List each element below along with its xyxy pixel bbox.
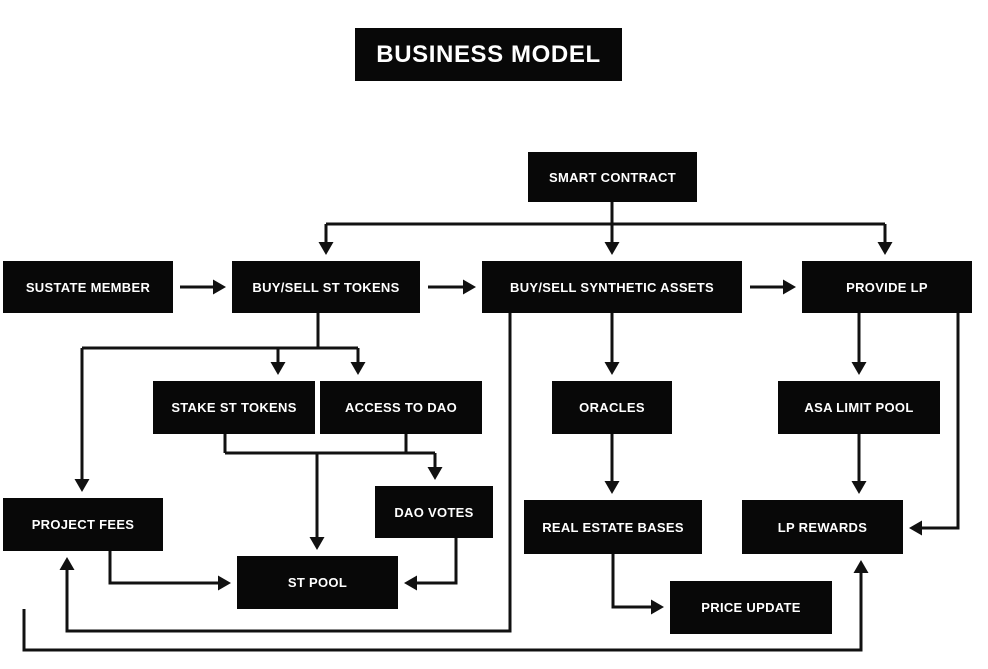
edge-asa-to-lprew xyxy=(851,434,867,494)
node-sustate[interactable]: SUSTATE MEMBER xyxy=(3,261,173,313)
edge-votes-to-stpool xyxy=(404,538,458,591)
node-label: BUSINESS MODEL xyxy=(376,40,601,68)
node-priceupd[interactable]: PRICE UPDATE xyxy=(670,581,832,634)
node-bssa[interactable]: BUY/SELL SYNTHETIC ASSETS xyxy=(482,261,742,313)
node-label: PROJECT FEES xyxy=(31,517,135,532)
edge-dao-to-stpool xyxy=(309,453,325,550)
arrowhead xyxy=(59,557,75,570)
node-lprewards[interactable]: LP REWARDS xyxy=(742,500,903,554)
edge-plp-to-asa xyxy=(851,313,867,375)
edge-smart-to-bssa xyxy=(604,224,620,255)
node-bsst[interactable]: BUY/SELL ST TOKENS xyxy=(232,261,420,313)
node-stake[interactable]: STAKE ST TOKENS xyxy=(153,381,315,434)
arrowhead xyxy=(270,362,286,375)
node-label: STAKE ST TOKENS xyxy=(171,400,297,415)
edge-bsst-to-dao xyxy=(350,348,366,375)
edge-bssa-return xyxy=(59,313,512,633)
edge-stpool-return xyxy=(22,560,869,652)
edge-reb-to-price xyxy=(611,554,664,615)
node-label: REAL ESTATE BASES xyxy=(542,519,684,535)
node-label: LP REWARDS xyxy=(777,519,868,535)
node-fees[interactable]: PROJECT FEES xyxy=(3,498,163,551)
node-label: ACCESS TO DAO xyxy=(344,400,457,415)
node-label: PRICE UPDATE xyxy=(701,600,801,615)
arrowhead xyxy=(350,362,366,375)
node-dao[interactable]: ACCESS TO DAO xyxy=(320,381,482,434)
arrowhead xyxy=(604,242,620,255)
arrowhead xyxy=(309,537,325,550)
edge-smart-to-bsst xyxy=(318,224,334,255)
edge-oracles-to-reb xyxy=(604,434,620,494)
edge-bsst-to-fees xyxy=(74,348,90,492)
arrowhead xyxy=(651,599,664,615)
arrowhead xyxy=(851,362,867,375)
node-reb[interactable]: REAL ESTATE BASES xyxy=(524,500,702,554)
arrowhead xyxy=(877,242,893,255)
arrowhead xyxy=(604,481,620,494)
edge-fees-to-stpool xyxy=(108,551,231,591)
node-oracles[interactable]: ORACLES xyxy=(552,381,672,434)
node-label: ST POOL xyxy=(287,575,348,590)
node-label: ASA LIMIT POOL xyxy=(804,400,914,415)
node-label: BUY/SELL ST TOKENS xyxy=(252,279,400,295)
node-asa[interactable]: ASA LIMIT POOL xyxy=(778,381,940,434)
edge-bssa-to-plp xyxy=(750,279,796,295)
node-label: ORACLES xyxy=(579,400,645,415)
node-daovotes[interactable]: DAO VOTES xyxy=(375,486,493,538)
node-plp[interactable]: PROVIDE LP xyxy=(802,261,972,313)
arrowhead xyxy=(427,467,443,480)
arrowhead xyxy=(783,279,796,295)
edge-bssa-to-oracles xyxy=(604,313,620,375)
node-label: SMART CONTRACT xyxy=(549,169,676,185)
edge-plp-to-lprew xyxy=(909,313,960,536)
edge-bsst-to-bssa xyxy=(428,279,476,295)
edge-sustate-to-bsst xyxy=(180,279,226,295)
node-stpool[interactable]: ST POOL xyxy=(237,556,398,609)
arrowhead xyxy=(604,362,620,375)
arrowhead xyxy=(404,575,417,591)
node-smart[interactable]: SMART CONTRACT xyxy=(528,152,697,202)
arrowhead xyxy=(853,560,869,573)
edge-bsst-to-stake xyxy=(270,348,286,375)
node-label: SUSTATE MEMBER xyxy=(25,279,151,295)
arrowhead xyxy=(909,520,922,536)
node-title: BUSINESS MODEL xyxy=(355,28,622,81)
node-label: DAO VOTES xyxy=(394,504,474,520)
arrowhead xyxy=(318,242,334,255)
edge-smart-to-plp xyxy=(877,224,893,255)
arrowhead xyxy=(851,481,867,494)
arrowhead xyxy=(74,479,90,492)
node-label: PROVIDE LP xyxy=(846,279,928,295)
edge-dao-to-votes xyxy=(427,453,443,480)
arrowhead xyxy=(463,279,476,295)
node-label: BUY/SELL SYNTHETIC ASSETS xyxy=(510,279,714,295)
arrowhead xyxy=(218,575,231,591)
arrowhead xyxy=(213,279,226,295)
